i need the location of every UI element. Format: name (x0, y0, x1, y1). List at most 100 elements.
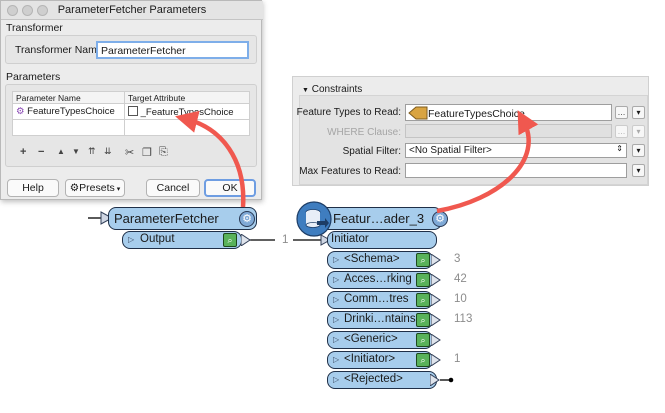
table-row[interactable] (12, 119, 250, 136)
reader-output-port[interactable]: ▷ <Schema> ⌕ (327, 251, 433, 269)
feature-types-label: Feature Types to Read: (296, 107, 401, 118)
paste-icon[interactable]: ⎘ (159, 146, 168, 158)
inspect-icon[interactable]: ⌕ (416, 333, 430, 347)
output-arrow-icon (430, 374, 440, 386)
where-clause-field (405, 124, 612, 138)
reader-output-port[interactable]: ▷ Comm…tres ⌕ (327, 291, 433, 309)
port-label: Comm…tres (344, 293, 409, 305)
help-button[interactable]: Help (7, 179, 59, 197)
max-features-label: Max Features to Read: (299, 166, 401, 177)
feature-count: 10 (454, 293, 467, 305)
fetcher-output-label: Output (140, 233, 175, 245)
move-down-icon[interactable]: ▼ (72, 147, 80, 156)
cancel-label: Cancel (156, 182, 190, 194)
move-top-icon[interactable]: ⇈ (88, 146, 96, 156)
move-up-icon[interactable]: ▲ (57, 147, 65, 156)
inspect-icon[interactable]: ⌕ (416, 353, 430, 367)
transformer-name-value: ParameterFetcher (101, 45, 186, 57)
port-triangle-icon: ▷ (333, 335, 340, 344)
output-arrow-icon (431, 314, 441, 326)
inspect-icon[interactable]: ⌕ (416, 293, 430, 307)
spatial-filter-label: Spatial Filter: (342, 146, 401, 157)
rejected-terminal-dot (448, 377, 454, 383)
feature-types-field[interactable]: FeatureTypesChoice (405, 104, 612, 121)
spatial-filter-menu-button[interactable]: ▾ (632, 144, 645, 157)
collapse-triangle-icon: ▼ (302, 87, 309, 94)
connection-count: 1 (282, 234, 289, 246)
dropdown-arrow-icon: ▾ (114, 186, 121, 193)
parameters-section-label: Parameters (6, 71, 61, 83)
feature-count: 42 (454, 273, 467, 285)
dialog-title: ParameterFetcher Parameters (57, 4, 207, 16)
minimize-window-icon[interactable] (22, 5, 33, 16)
spatial-filter-value: <No Spatial Filter> (409, 145, 492, 156)
inspect-icon[interactable]: ⌕ (416, 253, 430, 267)
reader-output-port[interactable]: ▷<Rejected> (327, 371, 437, 389)
port-triangle-icon: ▷ (333, 255, 340, 264)
initiator-input-port[interactable]: Initiator (327, 231, 437, 249)
parameter-name-cell[interactable]: ⚙ FeatureTypesChoice (12, 103, 125, 120)
transformer-name-field[interactable]: ParameterFetcher (96, 41, 249, 59)
reader-to-constraint-arrow (436, 110, 539, 214)
close-window-icon[interactable] (7, 5, 18, 16)
transformer-name-label: Transformer Name: (15, 44, 106, 56)
inspect-icon[interactable]: ⌕ (416, 273, 430, 287)
port-label: Acces…rking (344, 273, 412, 285)
port-triangle-icon: ▷ (333, 375, 340, 384)
port-triangle-icon: ▷ (333, 355, 340, 364)
dialog-title-bar[interactable]: ParameterFetcher Parameters (1, 1, 263, 20)
inspect-icon[interactable]: ⌕ (416, 313, 430, 327)
inspect-icon[interactable]: ⌕ (223, 233, 237, 247)
port-label: <Schema> (344, 253, 400, 265)
feature-count: 1 (454, 353, 461, 365)
where-clause-menu-button: ▾ (632, 125, 645, 138)
feature-reader-title: Featur…ader_3 (333, 211, 425, 226)
output-arrow-icon (431, 254, 441, 266)
port-triangle-icon: ▷ (333, 315, 340, 324)
fetcher-gear-icon[interactable]: ⚙ (239, 211, 255, 227)
parameter-name-value: FeatureTypesChoice (27, 106, 115, 117)
cut-icon[interactable]: ✂ (125, 147, 135, 159)
spatial-filter-select[interactable]: <No Spatial Filter> ⇕ (405, 143, 627, 158)
port-triangle-icon: ▷ (333, 295, 340, 304)
where-clause-ellipsis-button: … (615, 125, 628, 138)
presets-label: Presets (79, 182, 115, 194)
port-triangle-icon: ▷ (128, 235, 135, 244)
output-arrow-icon (431, 354, 441, 366)
port-triangle-icon: ▷ (333, 275, 340, 284)
cancel-button[interactable]: Cancel (146, 179, 200, 197)
move-bottom-icon[interactable]: ⇊ (104, 146, 112, 156)
maximize-window-icon[interactable] (37, 5, 48, 16)
parameter-fetcher-title: ParameterFetcher (114, 211, 219, 226)
max-features-menu-button[interactable]: ▾ (632, 164, 645, 177)
reader-output-port[interactable]: ▷<Generic>⌕ (327, 331, 433, 349)
empty-cell[interactable] (12, 119, 125, 136)
feature-types-menu-button[interactable]: ▾ (632, 106, 645, 119)
copy-icon[interactable]: ❐ (142, 147, 152, 159)
column-header-parameter-name[interactable]: Parameter Name (12, 91, 125, 104)
parameter-fetcher-node[interactable]: ParameterFetcher (108, 207, 257, 230)
add-icon[interactable]: + (20, 146, 27, 158)
presets-button[interactable]: ⚙Presets ▾ (65, 179, 125, 197)
reader-output-port[interactable]: ▷ Acces…rking ⌕ (327, 271, 433, 289)
initiator-label: Initiator (331, 233, 369, 245)
ok-label: OK (222, 182, 238, 194)
output-arrow-icon (431, 294, 441, 306)
parameter-icon: ⚙ (16, 106, 25, 117)
feature-types-ellipsis-button[interactable]: … (615, 106, 628, 119)
port-label: <Initiator> (344, 353, 396, 365)
initiator-input-port-icon[interactable] (320, 234, 332, 246)
fetcher-output-port[interactable]: ▷ Output ⌕ (122, 231, 242, 249)
select-arrows-icon: ⇕ (616, 144, 623, 153)
port-label: Drinki…ntains (344, 313, 416, 325)
output-arrow-icon (431, 274, 441, 286)
attribute-icon (128, 105, 138, 116)
feature-reader-node[interactable]: Featur…ader_3 (318, 207, 442, 230)
constraints-header[interactable]: ▼ Constraints (302, 84, 362, 95)
remove-icon[interactable]: − (38, 146, 45, 158)
fetcher-input-port-icon[interactable] (100, 211, 114, 225)
parameter-link-icon (408, 106, 428, 120)
feature-count: 113 (454, 313, 473, 325)
